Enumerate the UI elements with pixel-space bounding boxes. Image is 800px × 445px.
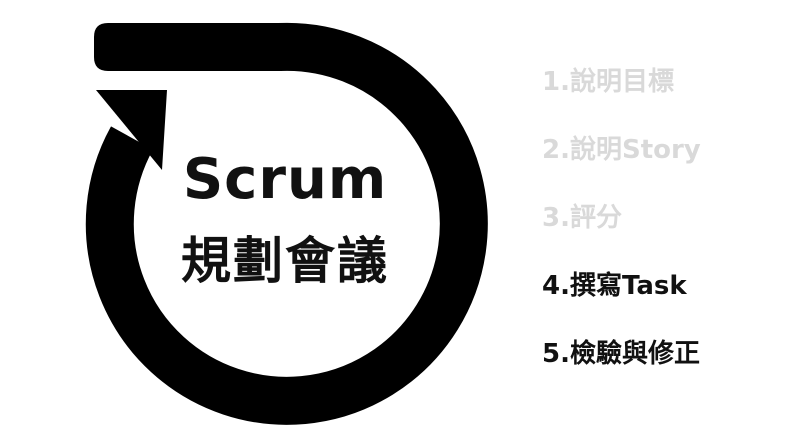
step-3: 3.評分 [542, 203, 622, 233]
step-2: 2.說明Story [542, 135, 701, 165]
step-1: 1.說明目標 [542, 67, 674, 97]
cycle-arrowhead [96, 90, 167, 170]
step-5: 5.檢驗與修正 [542, 339, 700, 369]
cycle-ring [85, 22, 488, 425]
cycle-top-bar [94, 23, 282, 71]
title-scrum: Scrum [182, 147, 388, 212]
step-list: 1.說明目標 2.說明Story 3.評分 4.撰寫Task 5.檢驗與修正 [542, 62, 701, 402]
step-4: 4.撰寫Task [542, 271, 687, 301]
title-planning-meeting: 規劃會議 [181, 232, 389, 290]
